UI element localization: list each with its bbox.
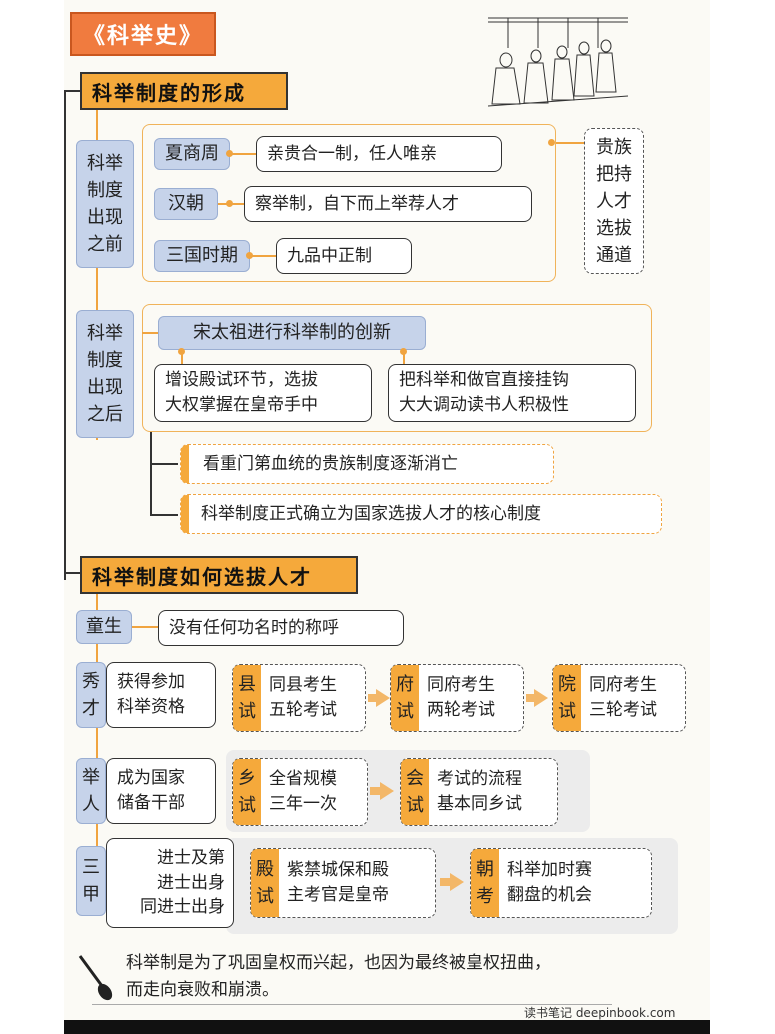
branch-official-line2: 大大调动读书人积极性: [399, 395, 569, 415]
exam-huishi: 会试 考试的流程基本同乡试: [400, 758, 558, 826]
branch-official: 把科举和做官直接挂钩 大大调动读书人积极性: [388, 364, 636, 422]
exam-yuanshi: 院试 同府考生三轮考试: [552, 664, 686, 732]
result-noble-decline: 看重门第血统的贵族制度逐渐消亡: [180, 444, 554, 484]
spine-line: [64, 90, 66, 580]
label-after-text: 科举制度出现之后: [87, 323, 123, 425]
section-heading-formation: 科举制度的形成: [80, 72, 288, 110]
exam-chaokao: 朝考 科举加时赛翻盘的机会: [470, 848, 652, 918]
footer-rule: [92, 1004, 612, 1005]
branch-dianshi: 增设殿试环节，选拔 大权掌握在皇帝手中: [154, 364, 372, 422]
xiucai-desc: 获得参加 科举资格: [106, 662, 216, 728]
summary-text: 贵族把持人才选拔通道: [596, 136, 632, 266]
sanjia-ranks: 进士及第 进士出身 同进士出身: [106, 838, 234, 928]
bottom-bar: [64, 1020, 710, 1034]
era-sanguo: 三国时期: [154, 240, 250, 272]
after-group: [142, 304, 652, 432]
arrow-right-icon: [380, 782, 394, 800]
spine-tick-2: [64, 572, 80, 574]
spine-tick-1: [64, 90, 80, 92]
branch-dianshi-line2: 大权掌握在皇帝手中: [165, 395, 318, 415]
summary-noble-control: 贵族把持人才选拔通道: [584, 128, 644, 274]
tongsheng-desc: 没有任何功名时的称呼: [158, 610, 404, 646]
page-title: 《科举史》: [70, 12, 216, 56]
result-connector: [150, 432, 152, 516]
section-heading-selection: 科举制度如何选拔人才: [80, 556, 358, 594]
era-xiashangzhou: 夏商周: [154, 138, 230, 170]
rank-tongsheng: 童生: [76, 610, 132, 644]
rank-sanjia: 三甲: [76, 846, 106, 916]
exam-dianshi: 殿试 紫禁城保和殿主考官是皇帝: [250, 848, 436, 918]
exam-xiangshi: 乡试 全省规模三年一次: [232, 758, 368, 826]
era-desc-xiashangzhou: 亲贵合一制，任人唯亲: [256, 136, 502, 172]
rank-juren: 举人: [76, 758, 106, 824]
era-desc-han: 察举制，自下而上举荐人才: [244, 186, 532, 222]
arrow-right-icon: [534, 689, 548, 707]
scholars-illustration: [488, 8, 628, 110]
branch-dianshi-line1: 增设殿试环节，选拔: [165, 370, 318, 391]
watermark: 读书笔记 deepinbook.com: [524, 1006, 676, 1020]
label-before: 科举制度出现之前: [76, 140, 134, 268]
arrow-right-icon: [450, 873, 464, 891]
brush-icon: [78, 955, 113, 1001]
era-desc-sanguo: 九品中正制: [276, 238, 412, 274]
exam-xianshi: 县试 同县考生五轮考试: [232, 664, 366, 732]
footer-note: 科举制是为了巩固皇权而兴起，也因为最终被皇权扭曲， 而走向衰败和崩溃。: [126, 953, 551, 1001]
label-after: 科举制度出现之后: [76, 310, 134, 438]
formation-spine: [96, 110, 98, 440]
juren-desc: 成为国家 储备干部: [106, 758, 216, 824]
exam-fushi: 府试 同府考生两轮考试: [390, 664, 524, 732]
branch-official-line1: 把科举和做官直接挂钩: [399, 370, 569, 391]
era-han: 汉朝: [154, 188, 218, 220]
root-song-taizu: 宋太祖进行科举制的创新: [158, 316, 426, 350]
result-core-system: 科举制度正式确立为国家选拔人才的核心制度: [180, 494, 662, 534]
label-before-text: 科举制度出现之前: [87, 153, 123, 255]
arrow-right-icon: [376, 689, 390, 707]
before-era-group: [142, 124, 556, 282]
rank-xiucai: 秀才: [76, 662, 106, 728]
